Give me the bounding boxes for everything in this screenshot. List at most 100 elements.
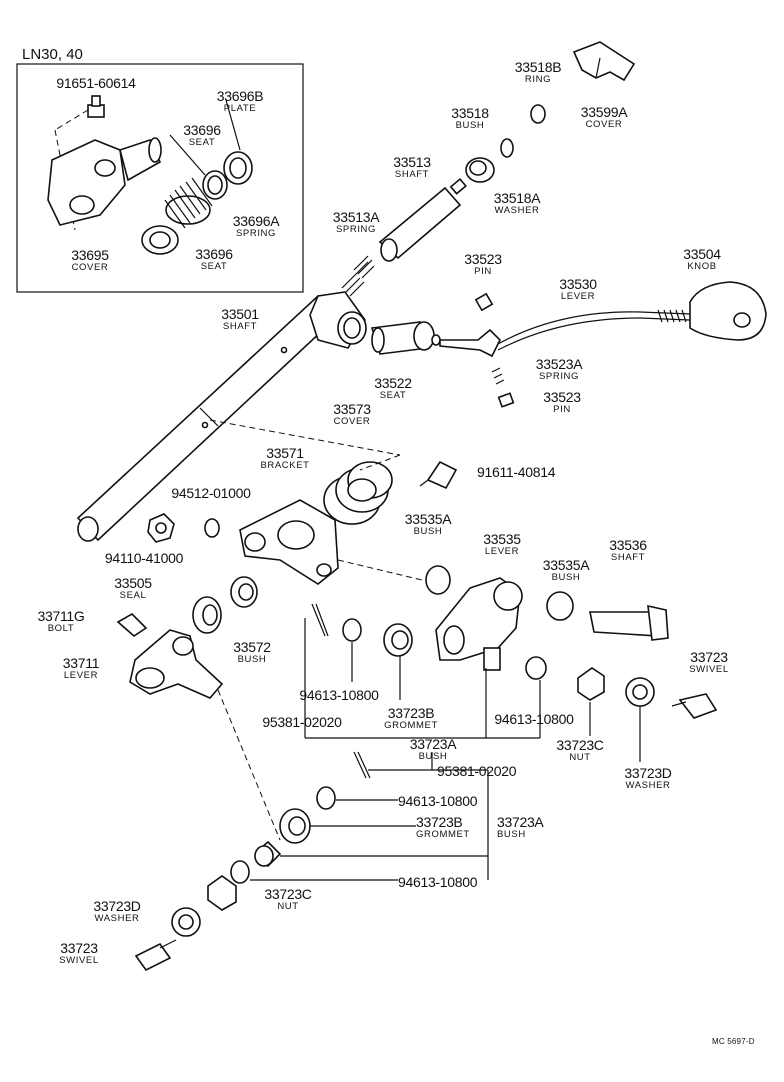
part-name: WASHER bbox=[494, 205, 540, 216]
part-number: 33696 bbox=[195, 246, 233, 262]
cover-33599A bbox=[572, 41, 636, 82]
inset-bolt-91651-60614 bbox=[87, 95, 105, 118]
seat-33522 bbox=[370, 321, 441, 355]
part-name: LEVER bbox=[484, 546, 520, 557]
washer-94512-01000 bbox=[204, 518, 220, 538]
part-number: 91611-40814 bbox=[477, 464, 556, 480]
part-name: GROMMET bbox=[384, 720, 438, 731]
part-number: 33535A bbox=[542, 557, 590, 573]
part-label-94613-10800-d: 94613-10800 bbox=[398, 874, 478, 890]
part-number: 33535A bbox=[404, 511, 452, 527]
lever-33711 bbox=[129, 629, 224, 699]
part-name: BUSH bbox=[551, 572, 581, 583]
grommet-33723B-top bbox=[383, 623, 413, 657]
part-name: GROMMET bbox=[416, 829, 470, 840]
part-number: 33523 bbox=[464, 251, 502, 267]
bolt-33711G bbox=[116, 613, 148, 638]
part-number: 33505 bbox=[114, 575, 152, 591]
part-name: WASHER bbox=[625, 780, 671, 791]
seal-33505 bbox=[192, 596, 222, 634]
part-number: 33723B bbox=[416, 814, 463, 830]
grommet-33723B-bot bbox=[279, 808, 311, 844]
part-label-94110-41000: 94110-41000 bbox=[105, 551, 183, 565]
inset-seat-33696-top bbox=[202, 170, 228, 200]
nut-94110-41000 bbox=[147, 513, 175, 543]
part-number: 33518A bbox=[493, 190, 541, 206]
part-number: 33504 bbox=[683, 246, 721, 262]
cotter-pin-95381-02020-b bbox=[353, 751, 371, 779]
part-number: 33513 bbox=[393, 154, 431, 170]
part-name: NUT bbox=[277, 901, 299, 912]
cover-33573 bbox=[323, 461, 393, 525]
part-number: 33723A bbox=[409, 736, 457, 752]
part-name: SHAFT bbox=[610, 552, 646, 563]
part-number: 33711 bbox=[62, 655, 100, 671]
part-label-91611-40814: 91611-40814 bbox=[477, 465, 555, 479]
part-number: 33599A bbox=[580, 104, 628, 120]
part-name: SHAFT bbox=[222, 321, 258, 332]
washer-33723D-right bbox=[625, 677, 655, 707]
pin-33523-bot bbox=[497, 392, 515, 408]
part-name: WASHER bbox=[94, 913, 140, 924]
part-name: SHAFT bbox=[394, 169, 430, 180]
part-name: SPRING bbox=[538, 371, 580, 382]
part-number: 33571 bbox=[266, 445, 304, 461]
washer-94613-10800-b bbox=[525, 656, 547, 680]
part-number: 33518 bbox=[451, 105, 489, 121]
part-name: PLATE bbox=[223, 103, 257, 114]
part-number: 33696A bbox=[232, 213, 280, 229]
part-number: 94613-10800 bbox=[494, 711, 574, 727]
washer-94613-10800-c bbox=[316, 786, 336, 810]
part-name: BRACKET bbox=[260, 460, 310, 471]
part-number: 33573 bbox=[333, 401, 371, 417]
part-name: SEAT bbox=[200, 261, 228, 272]
part-number: 33723D bbox=[624, 765, 672, 781]
part-name: BUSH bbox=[455, 120, 485, 131]
part-name: BUSH bbox=[413, 526, 443, 537]
part-number: 33723A bbox=[497, 814, 544, 830]
part-label-95381-02020-a: 95381-02020 bbox=[262, 715, 342, 729]
inset-plate-33696B bbox=[223, 151, 253, 185]
shaft-33501 bbox=[76, 291, 367, 542]
part-number: 33518B bbox=[514, 59, 562, 75]
nut-33723C-bot bbox=[207, 875, 237, 911]
part-name: BUSH bbox=[418, 751, 448, 762]
part-label-95381-02020-b: 95381-02020 bbox=[437, 764, 517, 778]
part-name: BUSH bbox=[237, 654, 267, 665]
part-name: SWIVEL bbox=[689, 664, 729, 675]
bush-33723A-bot bbox=[254, 840, 282, 868]
part-label-91651-60614: 91651-60614 bbox=[56, 76, 136, 90]
part-label-94613-10800-c: 94613-10800 bbox=[398, 794, 478, 808]
part-number: 33723D bbox=[93, 898, 141, 914]
part-number: 33536 bbox=[609, 537, 647, 553]
part-number: 33530 bbox=[559, 276, 597, 292]
part-number: 33501 bbox=[221, 306, 259, 322]
bush-33535A-top bbox=[425, 565, 451, 595]
part-number: 33523 bbox=[543, 389, 581, 405]
part-number: 33723B bbox=[387, 705, 435, 721]
part-name: COVER bbox=[71, 262, 109, 273]
part-name: PIN bbox=[474, 266, 492, 277]
part-number: 94613-10800 bbox=[398, 874, 478, 890]
part-name: SWIVEL bbox=[59, 955, 99, 966]
part-number: 33522 bbox=[374, 375, 412, 391]
inset-title: LN30, 40 bbox=[22, 46, 83, 63]
